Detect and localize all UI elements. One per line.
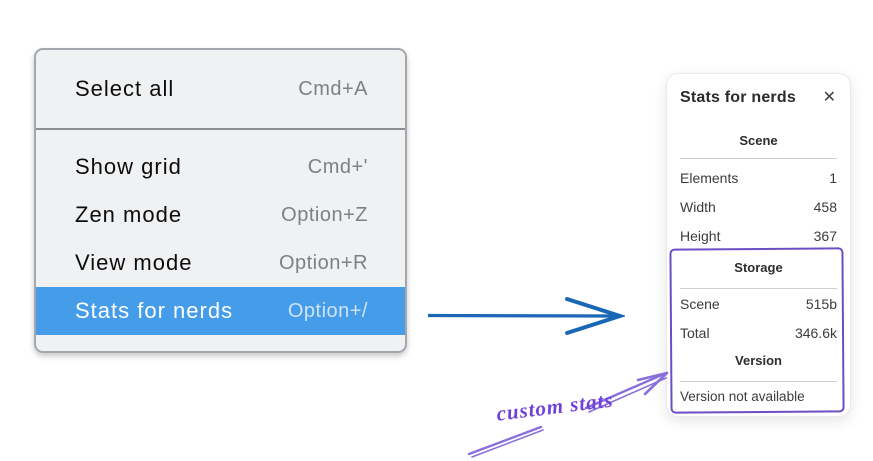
stat-label: Height [680, 227, 721, 244]
stat-row-width: Width 458 [680, 192, 837, 221]
menu-item-zen-mode[interactable]: Zen mode Option+Z [36, 191, 405, 239]
menu-item-label: Show grid [75, 154, 182, 179]
menu-item-show-grid[interactable]: Show grid Cmd+' [36, 143, 405, 191]
menu-section-top: Select all Cmd+A [36, 50, 405, 128]
scene-rows: Elements 1 Width 458 Height 367 [680, 163, 837, 250]
menu-item-shortcut: Option+Z [281, 203, 368, 226]
context-menu: Select all Cmd+A Show grid Cmd+' Zen mod… [34, 48, 407, 353]
stat-row-elements: Elements 1 [680, 163, 837, 192]
menu-item-shortcut: Cmd+A [298, 77, 368, 100]
scene-section-header: Scene [739, 133, 778, 148]
divider [680, 288, 837, 289]
stat-row-height: Height 367 [680, 221, 837, 250]
menu-item-shortcut: Cmd+' [307, 155, 368, 178]
close-icon[interactable]: ✕ [822, 89, 836, 106]
pointer-arrow-icon [427, 297, 625, 335]
menu-item-label: Zen mode [75, 202, 183, 227]
stat-label: Total [680, 324, 710, 341]
menu-item-label: View mode [75, 250, 193, 275]
menu-item-shortcut: Option+/ [287, 299, 368, 322]
menu-item-label: Stats for nerds [75, 298, 234, 323]
menu-item-stats-for-nerds[interactable]: Stats for nerds Option+/ [36, 287, 405, 335]
divider [680, 158, 837, 159]
stat-row-storage-scene: Scene 515b [680, 289, 837, 318]
sketch-arrow-shaft [471, 429, 544, 458]
menu-item-select-all[interactable]: Select all Cmd+A [36, 65, 405, 113]
stat-label: Scene [680, 295, 720, 312]
stats-panel: Stats for nerds ✕ Scene Elements 1 Width… [666, 73, 851, 417]
stat-value: 346.6k [794, 324, 837, 341]
stat-value: 367 [813, 227, 837, 244]
stats-panel-header: Stats for nerds ✕ [680, 87, 837, 109]
menu-divider [36, 128, 405, 130]
stat-value: 1 [829, 169, 837, 186]
menu-item-label: Select all [75, 76, 175, 101]
version-section-header: Version [735, 353, 782, 368]
stats-panel-title: Stats for nerds [680, 89, 796, 106]
menu-item-view-mode[interactable]: View mode Option+R [36, 239, 405, 287]
menu-section-bottom: Show grid Cmd+' Zen mode Option+Z View m… [36, 130, 405, 335]
storage-rows: Scene 515b Total 346.6k [680, 289, 837, 347]
stat-value: 515b [805, 295, 837, 312]
pointer-arrow-head [565, 297, 625, 335]
sketch-arrow-shaft [467, 425, 543, 456]
stat-row-storage-total: Total 346.6k [680, 318, 837, 347]
version-note: Version not available [680, 388, 805, 404]
pointer-arrow-shaft [427, 313, 615, 318]
stat-value: 458 [813, 198, 837, 215]
divider [680, 381, 837, 382]
custom-stats-annotation: custom stats [495, 387, 615, 426]
stat-label: Width [680, 198, 716, 215]
stat-label: Elements [680, 169, 739, 186]
menu-item-shortcut: Option+R [278, 251, 368, 274]
storage-section-header: Storage [734, 260, 783, 275]
